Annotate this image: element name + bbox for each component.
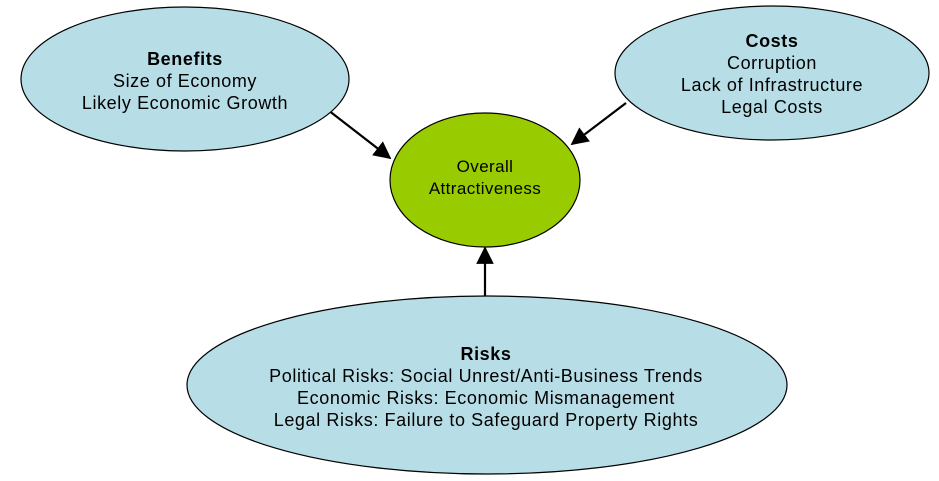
- center-line: Attractiveness: [428, 179, 542, 198]
- benefits-node-text: Benefits Size of Economy Likely Economic…: [22, 48, 348, 114]
- risks-line: Legal Risks: Failure to Safeguard Proper…: [273, 410, 699, 430]
- arrow-costs-to-center: [570, 102, 627, 146]
- arrow-benefits-to-center: [327, 109, 392, 160]
- costs-title: Costs: [745, 31, 799, 51]
- benefits-line: Likely Economic Growth: [81, 93, 289, 113]
- benefits-ellipse: [20, 6, 350, 152]
- risks-line: Political Risks: Social Unrest/Anti-Busi…: [269, 366, 703, 386]
- center-line: Overall: [456, 157, 514, 176]
- costs-line: Corruption: [726, 53, 818, 73]
- risks-line: Economic Risks: Economic Mismanagement: [297, 388, 675, 408]
- costs-ellipse: [614, 5, 930, 141]
- risks-ellipse: [186, 295, 788, 475]
- risks-title: Risks: [460, 344, 512, 364]
- benefits-title: Benefits: [147, 49, 223, 69]
- costs-node-text: Costs Corruption Lack of Infrastructure …: [615, 30, 929, 118]
- benefits-line: Size of Economy: [112, 71, 258, 91]
- costs-line: Lack of Infrastructure: [680, 75, 864, 95]
- center-ellipse: [389, 112, 581, 248]
- center-node-text: Overall Attractiveness: [390, 156, 580, 200]
- risks-node-text: Risks Political Risks: Social Unrest/Ant…: [186, 343, 786, 431]
- costs-line: Legal Costs: [721, 97, 823, 117]
